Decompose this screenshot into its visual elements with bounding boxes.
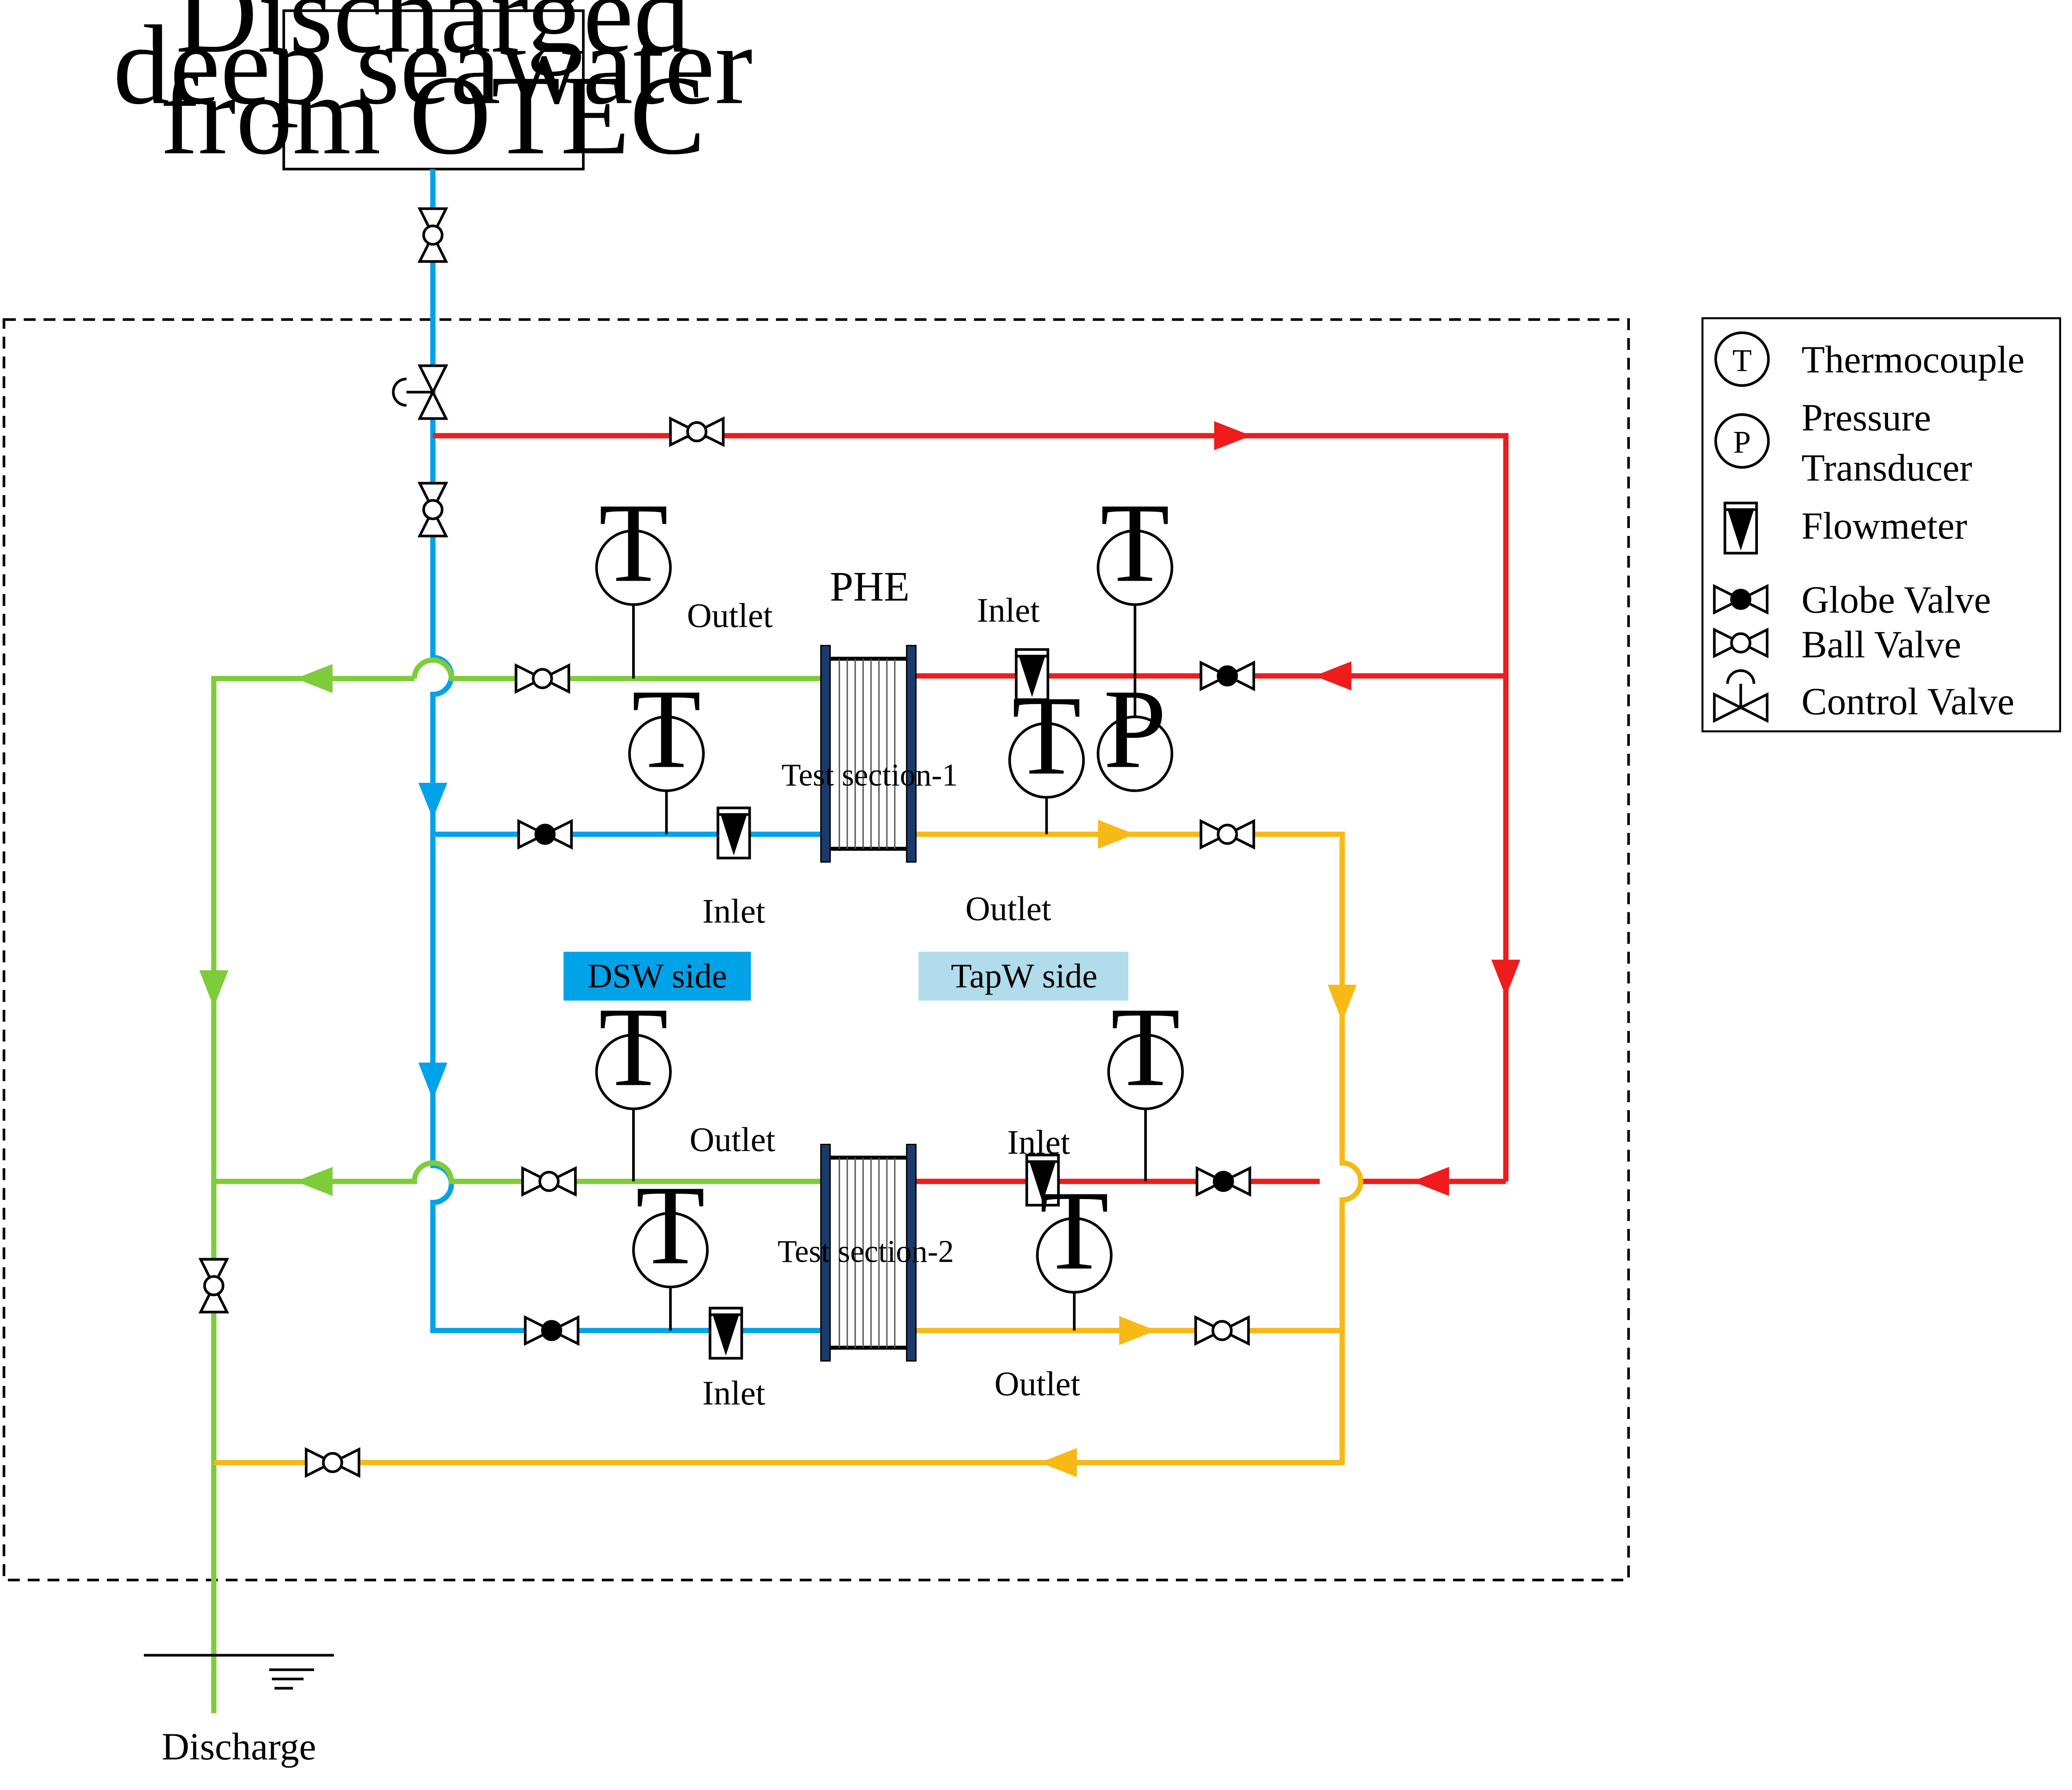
phe-title: PHE — [830, 563, 910, 610]
ball-valve-outlet-2 — [523, 1168, 575, 1195]
flowmeter-dsw-1 — [718, 808, 749, 858]
dsw-side-label: DSW side — [587, 957, 727, 995]
outlet-label-upper: Outlet — [687, 596, 773, 635]
thermocouple-dsw-inlet-1: T — [632, 666, 701, 792]
legend-pressure-symbol: P — [1733, 425, 1751, 460]
outlet-label-lower: Outlet — [690, 1120, 776, 1159]
globe-valve-hot-1 — [1201, 663, 1254, 689]
labels: PHE Test section-1 Test section-2 Outlet… — [162, 563, 1080, 1768]
globe-valve-dsw-1 — [519, 821, 571, 848]
system-boundary — [3, 318, 1630, 1582]
arrow-tap-down — [1328, 984, 1357, 1022]
arrow-hot-left-1 — [1314, 661, 1352, 690]
arrow-return-left-2 — [295, 1167, 333, 1196]
pressure-transducer: P — [1103, 666, 1167, 792]
source-line2: deep seawater — [113, 2, 753, 128]
flowmeter-dsw-2 — [710, 1308, 742, 1358]
phe-test-section-1 — [821, 646, 916, 862]
ball-valve-supply — [420, 483, 446, 536]
return-outlet-pipe-1 — [412, 657, 821, 682]
arrow-return-down — [199, 970, 229, 1007]
arrow-dsw-down-1 — [418, 783, 447, 819]
pipes — [211, 169, 1509, 1714]
arrow-hot-down — [1491, 960, 1520, 997]
inlet-label-lower-right: Inlet — [1007, 1123, 1070, 1161]
return-main-pipe — [211, 676, 415, 1714]
legend-thermocouple-symbol: T — [1733, 343, 1752, 378]
tapw-side-label: TapW side — [951, 957, 1098, 995]
inlet-label-upper-right: Inlet — [977, 591, 1040, 629]
legend-control-valve: Control Valve — [1801, 680, 2014, 722]
globe-valve-hot-2 — [1197, 1168, 1250, 1195]
arrow-tap-right-2 — [1119, 1316, 1156, 1345]
legend-thermocouple: Thermocouple — [1801, 338, 2024, 381]
legend-control-valve-icon — [1713, 669, 1769, 723]
thermocouple-inlet-2: T — [1111, 984, 1180, 1110]
legend-pressure-line2: Transducer — [1801, 446, 1972, 489]
legend-ball-valve-icon — [1714, 630, 1767, 656]
source-line3: from OTEC — [160, 52, 706, 178]
inlet-label-lower-bottom: Inlet — [702, 1374, 765, 1412]
legend-flowmeter: Flowmeter — [1801, 504, 1967, 547]
discharge-ground-symbol — [144, 1654, 334, 1690]
legend-ball-valve: Ball Valve — [1801, 623, 1961, 666]
ball-valve-bypass — [671, 418, 723, 445]
thermocouple-outlet-1: T — [599, 480, 668, 606]
arrow-tap-right-1 — [1098, 820, 1135, 849]
source-line1: Discharged — [175, 0, 690, 76]
ball-valve-tap-return — [306, 1449, 359, 1476]
thermocouple-tap-outlet-2: T — [1040, 1168, 1109, 1294]
legend: T Thermocouple P Pressure Transducer Flo… — [1701, 317, 2061, 733]
thermocouple-dsw-inlet-2: T — [636, 1162, 705, 1288]
test-section-1-label: Test section-1 — [781, 758, 958, 793]
inlet-label-upper-bottom: Inlet — [702, 892, 765, 930]
tapw-side-badge: TapW side — [918, 952, 1129, 1001]
arrow-tap-left — [1040, 1448, 1077, 1477]
outlet-label-upper-bottom: Outlet — [965, 889, 1051, 927]
dsw-side-badge: DSW side — [563, 952, 751, 1001]
arrow-dsw-down-2 — [418, 1062, 447, 1100]
legend-globe-valve: Globe Valve — [1801, 578, 1991, 621]
hot-bypass-pipe — [433, 433, 1509, 1182]
legend-pressure-line1: Pressure — [1801, 396, 1931, 439]
ball-valve-return — [201, 1259, 227, 1312]
arrow-hot-right — [1214, 421, 1251, 450]
globe-valve-dsw-2 — [525, 1317, 578, 1344]
control-valve — [392, 364, 448, 420]
legend-globe-valve-icon — [1714, 586, 1767, 613]
sensor-labels: T T P T T T T T T — [599, 480, 1180, 1293]
thermocouple-tap-outlet-1: T — [1012, 673, 1081, 798]
test-section-2-label: Test section-2 — [778, 1234, 954, 1269]
sensors — [595, 529, 1184, 1331]
ball-valve-source — [420, 209, 446, 261]
thermocouple-inlet-1: T — [1100, 480, 1169, 606]
ball-valve-tap-1 — [1201, 821, 1254, 848]
tap-outlet-pipe-1 — [213, 831, 1363, 1465]
return-outlet-pipe-2 — [213, 1160, 821, 1184]
source-box: Discharged deep seawater from OTEC — [113, 0, 753, 178]
outlet-label-lower-bottom: Outlet — [994, 1364, 1080, 1403]
arrow-hot-left-2 — [1412, 1167, 1449, 1196]
ball-valve-outlet-1 — [516, 666, 569, 692]
flow-arrows — [199, 421, 1520, 1477]
ball-valve-tap-2 — [1196, 1317, 1248, 1344]
legend-flowmeter-icon — [1725, 503, 1757, 553]
thermocouple-outlet-2: T — [599, 984, 668, 1110]
discharge-label: Discharge — [162, 1725, 316, 1768]
arrow-return-left-1 — [295, 664, 333, 693]
